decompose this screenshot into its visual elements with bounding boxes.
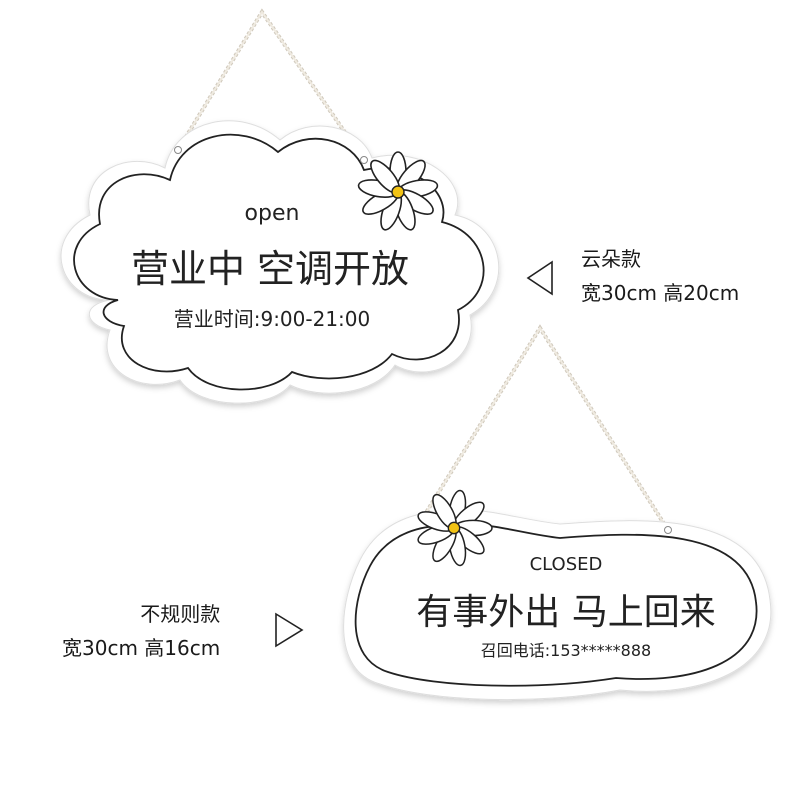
cloud-small-text: open	[245, 201, 300, 226]
oval-main-text: 有事外出 马上回来	[416, 592, 715, 633]
cloud-rope	[176, 8, 366, 162]
cloud-sub-text: 营业时间:9:00-21:00	[174, 307, 371, 331]
cloud-hole-right	[360, 156, 368, 164]
oval-style-name: 不规则款	[140, 602, 221, 626]
oval-small-text: CLOSED	[530, 554, 603, 575]
oval-caption: 不规则款 宽30cm 高16cm	[62, 597, 220, 665]
oval-hole-right	[664, 526, 672, 534]
triangle-pointer-icon	[275, 612, 304, 648]
oval-size-text: 宽30cm 高16cm	[62, 636, 221, 660]
oval-rope	[422, 324, 670, 532]
flower-icon	[356, 151, 440, 234]
flower-icon	[414, 488, 493, 568]
cloud-style-name: 云朵款	[581, 247, 641, 271]
cloud-main-text: 营业中 空调开放	[131, 247, 409, 291]
triangle-pointer-icon	[526, 260, 553, 296]
cloud-size-text: 宽30cm 高20cm	[581, 281, 740, 305]
oval-sub-text: 召回电话:153*****888	[481, 641, 651, 660]
cloud-sign-outline	[73, 133, 485, 391]
cloud-caption: 云朵款 宽30cm 高20cm	[581, 242, 739, 310]
cloud-hole-left	[174, 146, 182, 154]
